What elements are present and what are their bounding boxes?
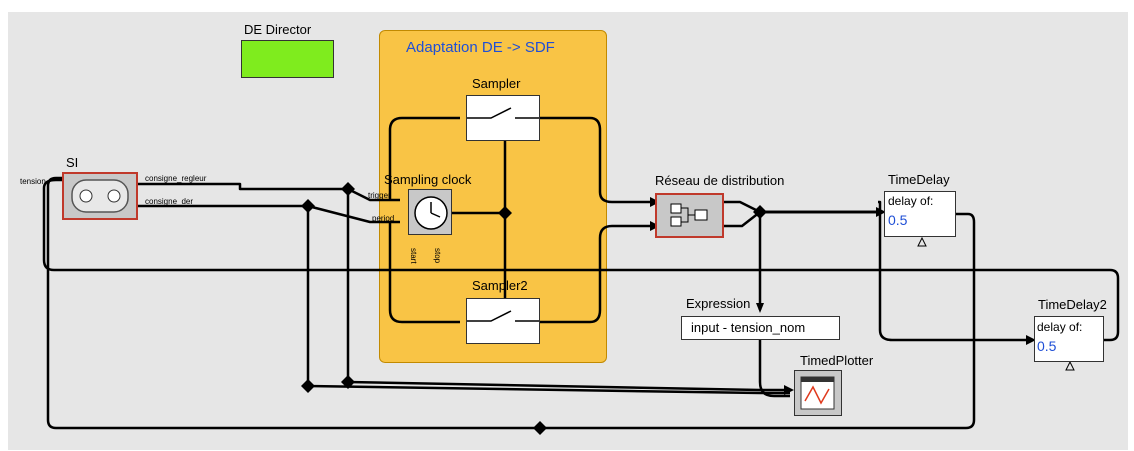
si-icon	[71, 179, 129, 213]
clock-port-trigger: trigger	[368, 191, 391, 200]
switch-icon	[467, 107, 539, 119]
timedelay-label: TimeDelay	[888, 172, 950, 187]
wire-sampler-out	[540, 116, 655, 204]
wire-der-plotter	[306, 206, 790, 395]
composite-title: Adaptation DE -> SDF	[406, 39, 555, 56]
relation-diamond	[533, 421, 547, 435]
timedelay-actor[interactable]	[884, 191, 956, 237]
wire-expression-plotter	[758, 340, 790, 398]
wire-regleur	[138, 182, 400, 202]
si-port-der: consigne_der	[145, 197, 194, 206]
relation-diamond	[301, 199, 315, 213]
director-label: DE Director	[244, 22, 312, 37]
timedelay-param: delay of:	[888, 194, 934, 208]
expression-label: Expression	[686, 296, 751, 311]
plotter-label: TimedPlotter	[800, 353, 874, 368]
timedelay2-label: TimeDelay2	[1038, 297, 1107, 312]
clock-icon	[414, 196, 448, 230]
wire-reseau-out2	[724, 211, 761, 228]
relation-diamond	[341, 375, 355, 389]
plot-icon	[800, 376, 835, 410]
wire-regleur-plotter	[346, 189, 790, 392]
si-port-tension: tension	[20, 177, 46, 186]
sampling-clock-label: Sampling clock	[384, 172, 472, 187]
clock-port-period: period	[372, 214, 395, 223]
wire-into-sampler2	[388, 222, 460, 324]
relation-diamond	[498, 206, 512, 220]
relation-diamond	[341, 182, 355, 196]
timedelay2-param: delay of:	[1037, 320, 1083, 334]
relation-diamond	[301, 379, 315, 393]
clock-port-start: start	[409, 248, 418, 264]
wire-split-timedelay2	[760, 210, 1030, 342]
reseau-label: Réseau de distribution	[655, 173, 785, 188]
timedelay-value: 0.5	[888, 212, 908, 228]
si-port-regleur: consigne_regleur	[145, 174, 207, 183]
sampling-clock-actor[interactable]	[408, 189, 452, 235]
wire-reseau-out1	[724, 200, 882, 214]
wire-into-sampler	[388, 116, 460, 200]
sampler2-label: Sampler2	[472, 278, 528, 293]
sampler-label: Sampler	[472, 76, 521, 91]
sampler2-actor[interactable]	[466, 298, 540, 344]
wire-sampler2-out	[540, 224, 655, 324]
sampler-actor[interactable]	[466, 95, 540, 141]
expression-actor[interactable]: input - tension_nom	[681, 316, 840, 340]
wire-der	[138, 204, 400, 224]
si-actor[interactable]	[62, 172, 138, 220]
composite-icon	[670, 203, 708, 227]
timedelay2-value: 0.5	[1037, 338, 1057, 354]
si-label: SI	[66, 155, 79, 170]
timedelay2-actor[interactable]	[1034, 316, 1104, 362]
clock-port-stop: stop	[433, 248, 442, 264]
de-director[interactable]	[241, 40, 334, 78]
reseau-actor[interactable]	[655, 193, 724, 238]
relation-diamond	[753, 205, 767, 219]
wire-timedelay2-out	[42, 178, 1120, 342]
timed-plotter-actor[interactable]	[794, 370, 842, 416]
switch-icon	[467, 310, 539, 322]
